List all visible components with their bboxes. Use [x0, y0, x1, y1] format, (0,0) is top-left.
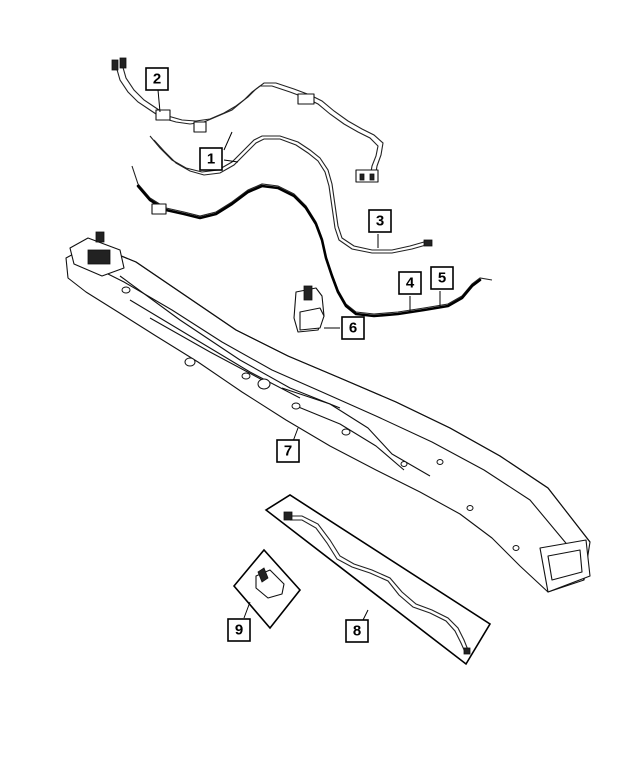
- part-8-inset: [264, 494, 492, 666]
- callout-5[interactable]: 5: [430, 266, 454, 290]
- callout-5-label: 5: [438, 270, 446, 287]
- callout-9-label: 9: [235, 622, 243, 639]
- callout-2[interactable]: 2: [145, 67, 169, 91]
- callout-6[interactable]: 6: [341, 316, 365, 340]
- part-6-clip: [293, 285, 325, 333]
- callout-8-label: 8: [353, 623, 361, 640]
- callout-6-label: 6: [349, 320, 357, 337]
- callout-3-label: 3: [376, 213, 384, 230]
- callout-3[interactable]: 3: [368, 209, 392, 233]
- callout-1-label: 1: [207, 151, 215, 168]
- callout-4-label: 4: [406, 275, 415, 292]
- callout-8[interactable]: 8: [345, 619, 369, 643]
- callout-2-label: 2: [153, 71, 161, 88]
- callout-7-label: 7: [284, 443, 292, 460]
- callout-9[interactable]: 9: [227, 618, 251, 642]
- callout-7[interactable]: 7: [276, 439, 300, 463]
- tube-assembly-upper: [111, 57, 433, 254]
- tube-assembly-thick: [131, 165, 493, 318]
- part-9-inset: [232, 548, 302, 630]
- part-7-frame-rail: [65, 231, 591, 593]
- callout-4[interactable]: 4: [398, 271, 422, 295]
- callout-1[interactable]: 1: [199, 147, 223, 171]
